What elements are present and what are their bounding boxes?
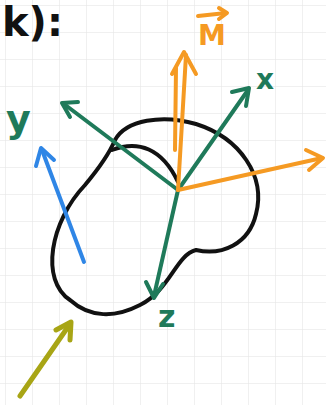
y-arrowhead bbox=[62, 102, 78, 117]
vector-label: M bbox=[198, 22, 226, 50]
olive-arrow bbox=[20, 322, 71, 396]
body-outline bbox=[52, 119, 258, 314]
axis-label: y bbox=[6, 100, 31, 138]
x-arrowhead bbox=[232, 88, 249, 106]
axis-label: z bbox=[158, 302, 175, 332]
axes bbox=[62, 88, 249, 298]
axis-label: x bbox=[256, 66, 274, 94]
vectors bbox=[172, 8, 323, 190]
right-arrowhead bbox=[306, 150, 323, 170]
m-arrowhead bbox=[172, 52, 196, 74]
z-axis bbox=[154, 190, 178, 296]
m-vector bbox=[178, 55, 186, 190]
right-vector bbox=[178, 158, 322, 190]
y-axis bbox=[64, 104, 178, 190]
heading-fragment: k): bbox=[2, 2, 63, 42]
m-overarrow-head bbox=[219, 8, 227, 19]
blue-arrow bbox=[36, 148, 84, 262]
m-vector-stroke bbox=[175, 68, 176, 150]
z-arrowhead bbox=[146, 282, 163, 298]
